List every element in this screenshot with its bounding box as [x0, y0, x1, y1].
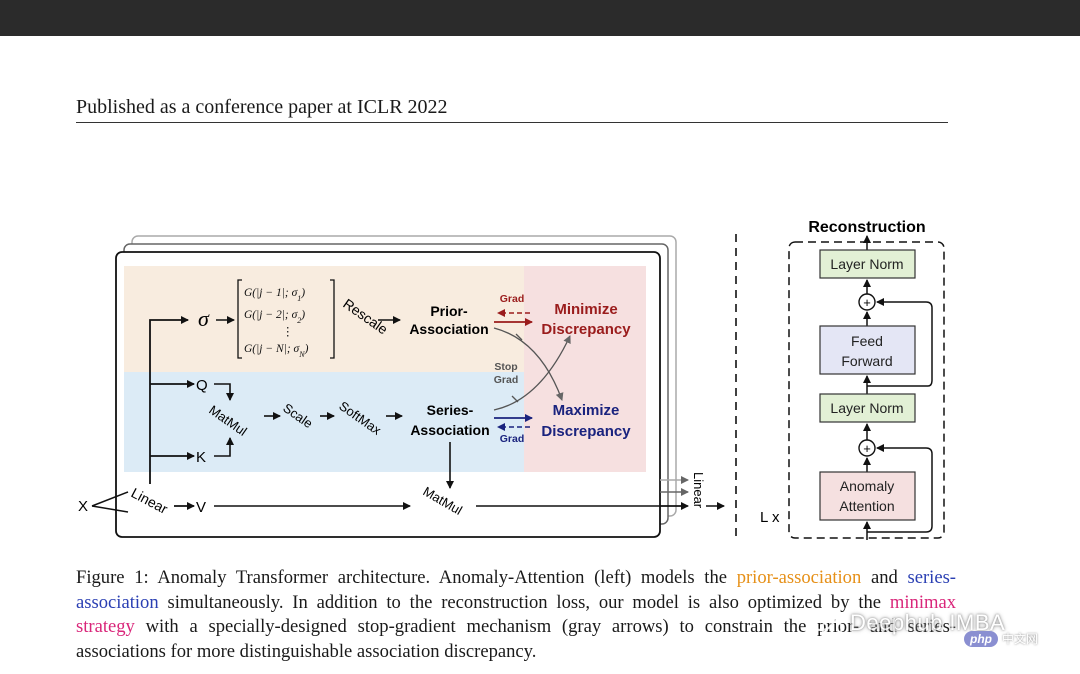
page-header: Published as a conference paper at ICLR …	[76, 96, 448, 118]
layer-norm-bottom-label: Layer Norm	[830, 400, 903, 416]
k-to-matmul-arrow	[214, 437, 234, 457]
top-bar	[0, 0, 1080, 36]
php-badge: php	[964, 631, 998, 647]
prior-association-line1: Prior-	[430, 303, 468, 319]
gaussian-row-1: G(|j − 1|; σ1)	[244, 287, 305, 303]
prior-association-line2: Association	[409, 321, 488, 337]
anomaly-attention	[819, 471, 916, 521]
header-rule	[76, 122, 948, 123]
grad-bottom-label: Grad	[500, 433, 525, 445]
php-logo: php 中文网	[964, 630, 1038, 647]
wechat-icon	[808, 610, 844, 637]
maximize-line2: Discrepancy	[541, 423, 631, 440]
add-bottom-symbol: +	[863, 441, 871, 456]
k-label: K	[196, 449, 206, 466]
matrix-right-bracket	[330, 279, 335, 359]
x-to-linear-bottom-arrow	[91, 505, 129, 513]
discrepancy-region	[524, 266, 646, 472]
matrix-left-bracket	[237, 279, 242, 359]
prior-association-link: prior-association	[736, 567, 862, 588]
anomaly-attention-line1: Anomaly	[840, 478, 894, 494]
series-association-link: series-association	[76, 567, 956, 613]
reconstruction-title: Reconstruction	[808, 219, 925, 236]
stop-grad-tick-1	[515, 333, 523, 341]
residual-top	[867, 298, 933, 387]
gaussian-row-2: G(|j − 2|; σ2)	[244, 309, 305, 325]
add-top-symbol: +	[863, 295, 871, 310]
feed-forward	[819, 325, 916, 375]
add-top	[858, 293, 876, 311]
output-linear-label: Linear	[691, 472, 706, 509]
series-to-minimize-curve	[493, 335, 571, 411]
maximize-line1: Maximize	[553, 402, 620, 419]
watermark: Deephub IMBA	[808, 608, 1048, 642]
series-association-line2: Association	[410, 422, 489, 438]
gaussian-dots: ⋮	[282, 326, 294, 338]
v-label: V	[196, 499, 206, 516]
grad-top-label: Grad	[500, 293, 525, 305]
q-label: Q	[196, 377, 208, 394]
stop-grad-tick-2	[511, 395, 519, 403]
sigma-symbol: σ	[198, 306, 210, 331]
layer-repeat-label: L x	[760, 509, 780, 526]
figure-caption: Figure 1: Anomaly Transformer architectu…	[76, 567, 956, 662]
residual-bottom	[867, 444, 933, 533]
linear-trunk	[149, 316, 189, 484]
layer-norm-top	[819, 249, 916, 279]
prior-to-maximize-curve	[493, 327, 564, 401]
architecture-figure: X Linear σ G(|j − 1|; σ1) G(|j − 2|; σ2)…	[78, 219, 945, 540]
prior-region	[124, 266, 524, 372]
minimax-strategy-link: minimax strategy	[76, 591, 956, 638]
minimize-line1: Minimize	[554, 301, 617, 318]
feed-forward-line1: Feed	[851, 333, 883, 349]
watermark-text: Deephub IMBA	[850, 610, 1006, 635]
series-association-line1: Series-	[427, 402, 474, 418]
feed-forward-line2: Forward	[841, 353, 892, 369]
stop-grad-line1: Stop	[494, 361, 517, 373]
q-to-matmul-arrow	[214, 383, 234, 401]
stop-grad-line2: Grad	[494, 374, 519, 386]
add-bottom	[858, 439, 876, 457]
x-to-linear-top-arrow	[91, 491, 129, 507]
gaussian-row-n: G(|j − N|; σN)	[244, 343, 309, 359]
minimize-line2: Discrepancy	[541, 321, 631, 338]
php-cn: 中文网	[1002, 632, 1039, 646]
layer-norm-bottom	[819, 393, 916, 423]
layer-norm-top-label: Layer Norm	[830, 256, 903, 272]
x-label: X	[78, 498, 88, 515]
anomaly-attention-line2: Attention	[839, 498, 894, 514]
